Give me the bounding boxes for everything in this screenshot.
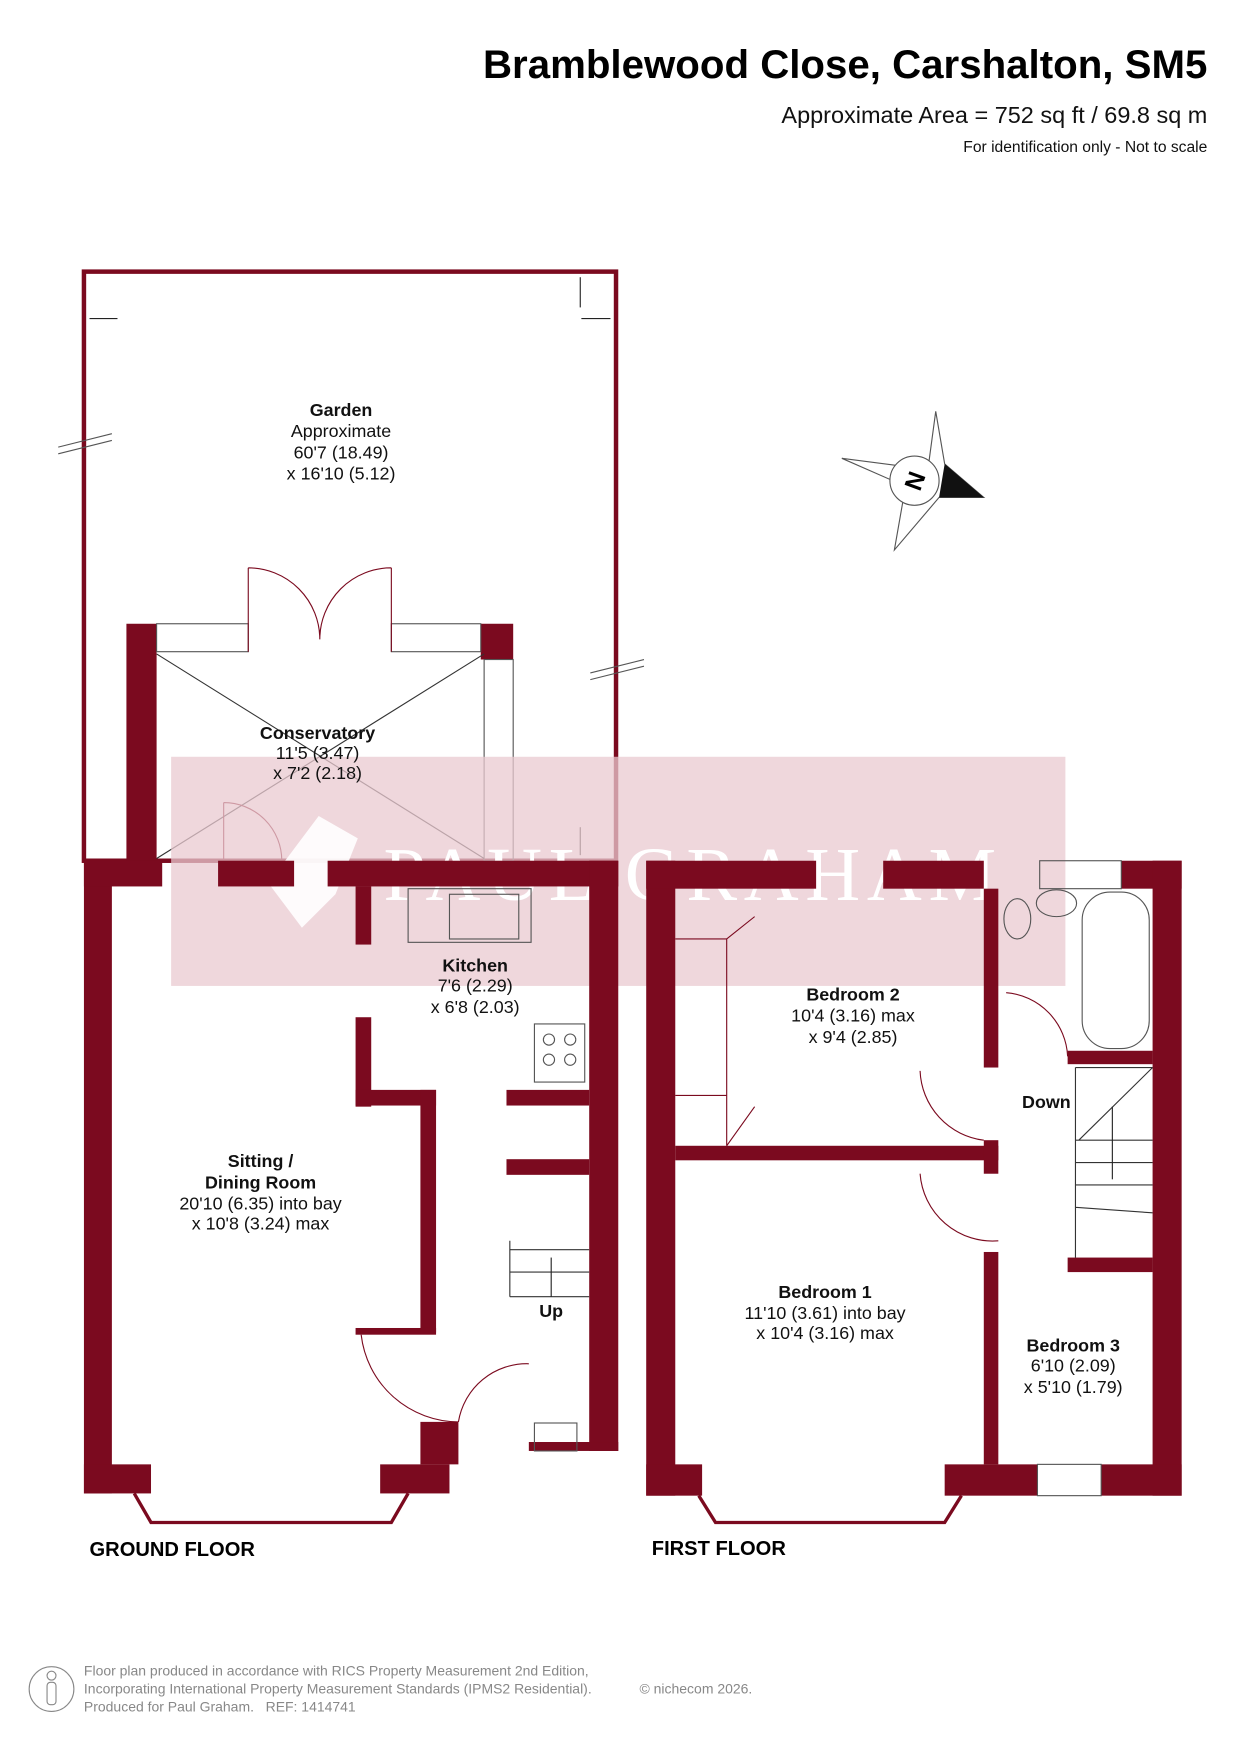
svg-text:x 7'2 (2.18): x 7'2 (2.18)	[273, 763, 362, 783]
footer: Floor plan produced in accordance with R…	[28, 1663, 753, 1714]
svg-text:60'7 (18.49): 60'7 (18.49)	[294, 442, 389, 462]
ground-floor-label: GROUND FLOOR	[90, 1539, 256, 1561]
page-title: Bramblewood Close, Carshalton, SM5	[483, 42, 1207, 87]
room-label-garden: Garden Approximate 60'7 (18.49) x 16'10 …	[287, 400, 396, 484]
svg-text:Garden: Garden	[310, 400, 373, 420]
svg-text:Floor plan produced in accorda: Floor plan produced in accordance with R…	[84, 1663, 589, 1679]
svg-text:x 10'8 (3.24) max: x 10'8 (3.24) max	[192, 1214, 330, 1234]
room-label-bedroom-3: Bedroom 3 6'10 (2.09) x 5'10 (1.79)	[1024, 1335, 1123, 1396]
room-label-kitchen: Kitchen 7'6 (2.29) x 6'8 (2.03)	[431, 955, 520, 1016]
svg-text:Incorporating International Pr: Incorporating International Property Mea…	[84, 1681, 592, 1697]
room-label-bedroom-1: Bedroom 1 11'10 (3.61) into bay x 10'4 (…	[745, 1282, 906, 1343]
svg-text:Bedroom 1: Bedroom 1	[778, 1282, 871, 1302]
compass-icon: N	[841, 411, 986, 552]
person-icon	[28, 1666, 75, 1712]
svg-text:x 5'10 (1.79): x 5'10 (1.79)	[1024, 1377, 1123, 1397]
disclaimer: For identification only - Not to scale	[963, 139, 1207, 156]
svg-text:Produced for Paul Graham. RE: Produced for Paul Graham. REF: 1414741	[84, 1698, 356, 1714]
svg-text:x 10'4 (3.16) max: x 10'4 (3.16) max	[756, 1323, 894, 1343]
svg-text:Sitting /: Sitting /	[228, 1151, 294, 1171]
approximate-area: Approximate Area = 752 sq ft / 69.8 sq m	[781, 102, 1207, 128]
svg-text:Kitchen: Kitchen	[442, 955, 508, 975]
first-floor-walls	[646, 860, 1182, 1525]
svg-text:Bedroom 3: Bedroom 3	[1027, 1335, 1120, 1355]
ground-floor-walls	[83, 860, 619, 1525]
room-label-sitting-dining: Sitting / Dining Room 20'10 (6.35) into …	[179, 1151, 341, 1234]
svg-text:11'10 (3.61) into bay: 11'10 (3.61) into bay	[745, 1303, 906, 1323]
svg-text:7'6 (2.29): 7'6 (2.29)	[438, 976, 513, 996]
stairs-down-label: Down	[1022, 1092, 1071, 1112]
svg-text:6'10 (2.09): 6'10 (2.09)	[1031, 1356, 1116, 1376]
svg-text:x 16'10 (5.12): x 16'10 (5.12)	[287, 464, 396, 484]
svg-text:© nichecom 2026.: © nichecom 2026.	[640, 1681, 753, 1697]
stairs-up-label: Up	[539, 1301, 563, 1321]
svg-text:10'4 (3.16) max: 10'4 (3.16) max	[791, 1006, 915, 1026]
svg-text:x 9'4 (2.85): x 9'4 (2.85)	[809, 1027, 898, 1047]
svg-text:20'10 (6.35) into bay: 20'10 (6.35) into bay	[179, 1193, 341, 1213]
svg-text:Dining Room: Dining Room	[205, 1172, 316, 1192]
room-label-conservatory: Conservatory 11'5 (3.47) x 7'2 (2.18)	[260, 723, 375, 783]
room-label-bedroom-2: Bedroom 2 10'4 (3.16) max x 9'4 (2.85)	[791, 984, 915, 1046]
first-floor-label: FIRST FLOOR	[652, 1538, 787, 1560]
svg-text:11'5 (3.47): 11'5 (3.47)	[276, 743, 360, 763]
svg-text:Conservatory: Conservatory	[260, 723, 375, 743]
svg-text:x 6'8 (2.03): x 6'8 (2.03)	[431, 997, 520, 1017]
svg-text:Approximate: Approximate	[291, 421, 391, 441]
svg-text:Bedroom 2: Bedroom 2	[806, 984, 899, 1004]
